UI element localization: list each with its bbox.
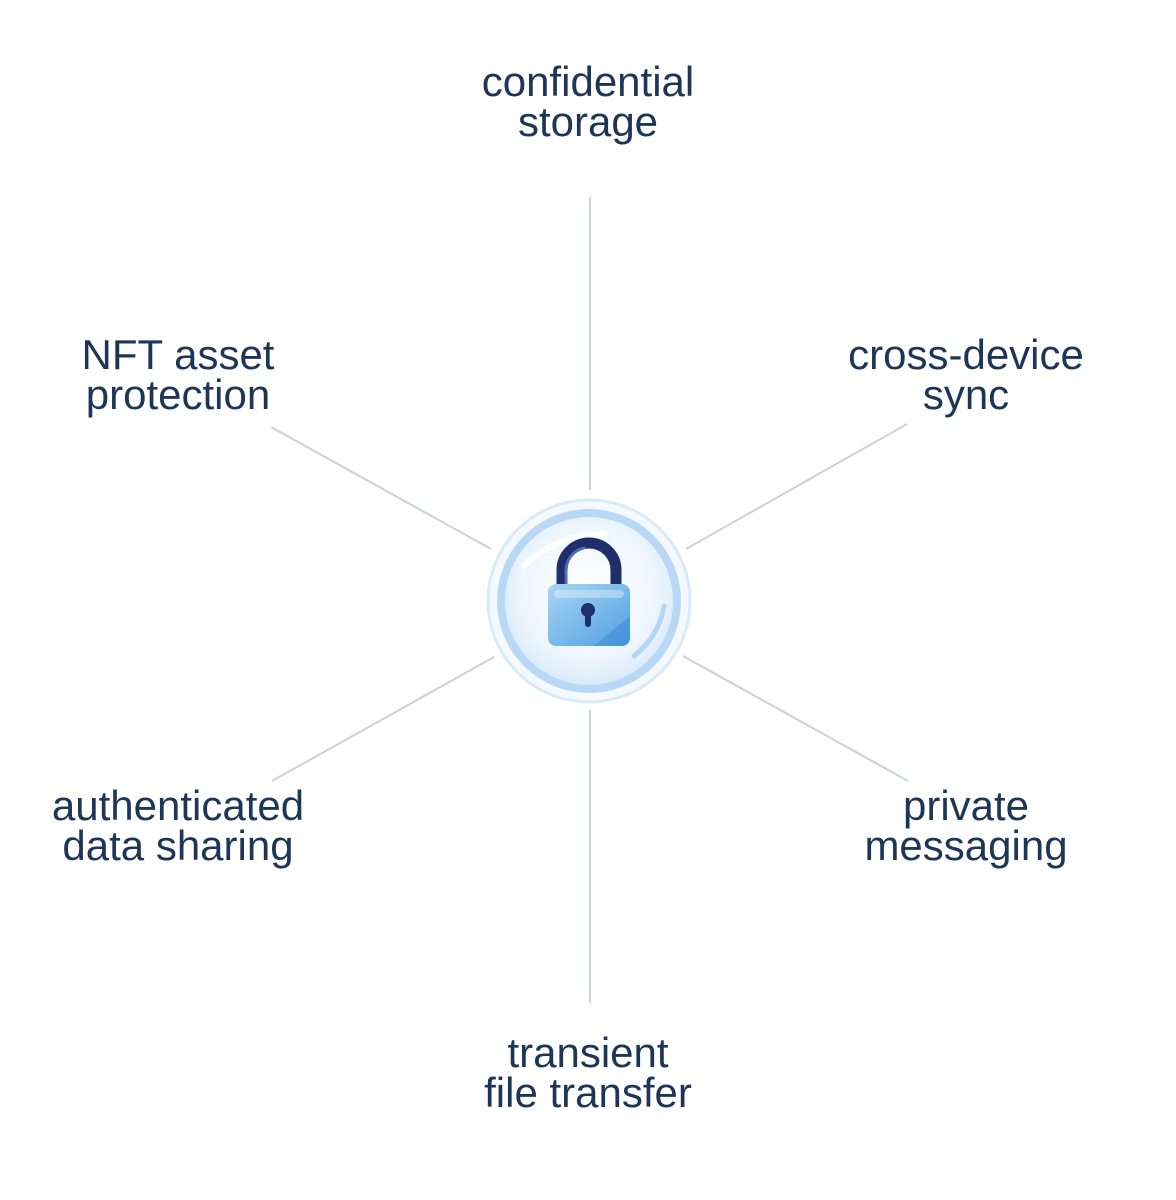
lock-badge: [486, 498, 692, 704]
connector-tl: [270, 426, 492, 550]
spoke-label-line: data sharing: [62, 822, 294, 869]
spoke-label-cross-device-sync: cross-device sync: [766, 331, 1166, 418]
spoke-label-line: transient: [507, 1029, 669, 1076]
spoke-label-line: protection: [85, 371, 271, 418]
spoke-label-line: private: [902, 782, 1030, 829]
spoke-label-authenticated-data-sharing: authenticated data sharing: [0, 782, 378, 869]
spoke-label-line: sync: [922, 371, 1010, 418]
connector-tr: [685, 423, 908, 550]
spoke-label-line: authenticated: [51, 782, 305, 829]
spoke-label-private-messaging: private messaging: [766, 782, 1166, 869]
spoke-label-transient-file-transfer: transient file transfer: [388, 1029, 788, 1116]
spoke-label-line: cross-device: [848, 331, 1084, 378]
connector-bl: [271, 656, 495, 782]
spoke-label-line: storage: [517, 98, 659, 145]
connector-br: [682, 655, 909, 782]
spoke-label-line: messaging: [864, 822, 1068, 869]
spoke-label-confidential-storage: confidential storage: [388, 58, 788, 145]
spoke-label-line: confidential: [481, 58, 695, 105]
padlock-icon: [548, 537, 630, 646]
spoke-label-nft-asset-protection: NFT asset protection: [0, 331, 378, 418]
spoke-label-line: file transfer: [484, 1069, 692, 1116]
spoke-label-line: NFT asset: [81, 331, 275, 378]
